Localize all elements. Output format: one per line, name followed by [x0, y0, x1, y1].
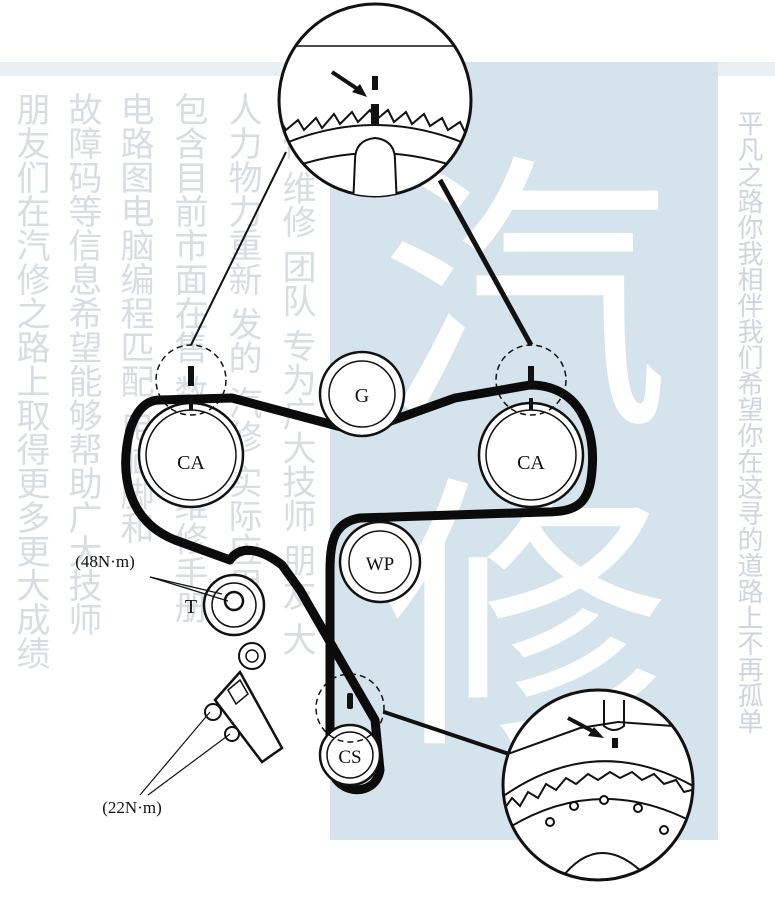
label-ca-left: CA [177, 452, 205, 474]
leader-line-top-left [190, 151, 287, 346]
timing-notch-top [371, 104, 379, 124]
camshaft-pulley-left: CA [137, 344, 245, 509]
timing-notch-crank [612, 738, 618, 748]
leader-line-22nm-b [147, 733, 231, 796]
watermark-col-5: 人力物力重新 发的 汽修 实际应用 [222, 92, 262, 600]
leader-line-22nm-a [139, 711, 211, 796]
idler-pulley-g: G [318, 350, 406, 438]
reference-mark-top [372, 76, 378, 90]
bracket-bolt-2 [224, 726, 240, 742]
reference-mark-crank [603, 700, 625, 731]
tensioner-pulley: T [185, 573, 266, 637]
watermark-col-1: 朋友们在汽修之路上取得更多更大成绩 [10, 92, 50, 670]
timing-mark-cs [347, 693, 353, 709]
timing-mark-right [528, 366, 534, 386]
camshaft-pulley-right: CA [477, 344, 585, 509]
label-ca-right: CA [517, 452, 545, 474]
label-torque-22nm: (22N·m) [102, 798, 161, 817]
label-wp: WP [366, 554, 395, 575]
watermark-col-right: 平凡之路你我相伴我们希望你在这寻的道路上不再孤单 [733, 110, 763, 734]
tensioner-bracket [204, 642, 284, 764]
crankshaft-pulley: CS [315, 673, 385, 787]
sprocket-teeth-crank [504, 770, 693, 809]
timing-mark-left [188, 366, 194, 386]
watermark-col-2: 故障码等信息希望能够帮助广大技师 [62, 92, 102, 636]
leader-line-bottom-right [383, 710, 513, 757]
tensioner-bolt [223, 590, 245, 612]
label-g: G [355, 385, 369, 407]
timing-belt [121, 380, 598, 795]
label-t: T [185, 596, 197, 618]
water-pump-pulley: WP [338, 520, 422, 604]
label-cs: CS [338, 747, 361, 768]
detail-view-camshaft [277, 2, 473, 198]
timing-mark-circle-cs [315, 673, 385, 743]
bracket-bolt-1 [204, 703, 222, 721]
leader-line-top-right [437, 178, 534, 347]
detail-view-crankshaft [501, 688, 695, 882]
label-torque-48nm: (48N·m) [75, 552, 134, 571]
leader-line-48nm [149, 576, 229, 602]
